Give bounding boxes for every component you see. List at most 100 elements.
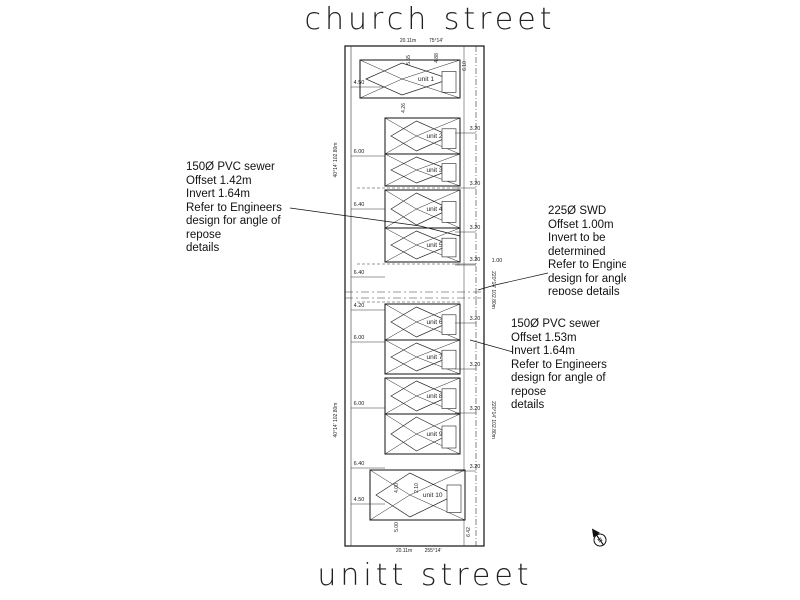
dimension-top-label: 4.26 xyxy=(401,103,407,113)
roof-hip-line xyxy=(384,303,417,323)
boundary-bearing-right: 220°14' 102.80m xyxy=(490,271,496,309)
dimension-right-label: 3.20 xyxy=(470,316,481,322)
garage-outline xyxy=(441,201,457,223)
roof-hip-line xyxy=(359,78,403,99)
garage-outline xyxy=(441,349,457,370)
unit-label: unit 4 xyxy=(427,206,443,213)
boundary-bearing-right: 220°14' 102.80m xyxy=(490,401,496,439)
unit-label: unit 5 xyxy=(427,242,443,249)
roof-hip-line xyxy=(369,494,411,521)
dimension-bottom-label: 2.10 xyxy=(414,483,420,493)
roof-hip-line xyxy=(359,59,403,80)
roof-hip-line xyxy=(416,135,461,155)
garage-outline xyxy=(441,388,457,409)
unit-label: unit 1 xyxy=(418,76,434,83)
dimension-bottom-label: 5.00 xyxy=(394,522,400,532)
roof-hip-line xyxy=(416,356,461,375)
boundary-bearing-left: 40°14' 102.80m xyxy=(333,403,339,438)
roof-hip-line xyxy=(384,244,417,263)
frontage-bottom-bearing: 255°14' xyxy=(425,548,442,554)
leader-swd xyxy=(477,272,549,291)
site-boundary-outline xyxy=(344,45,485,547)
frontage-top-label: 20.11m xyxy=(400,38,416,44)
roof-hip-line xyxy=(416,169,461,187)
roof-hip-line xyxy=(369,469,411,496)
street-name-top: church street xyxy=(304,2,556,37)
dimension-right-label: 3.20 xyxy=(470,225,481,231)
dimension-left-label: 6.00 xyxy=(354,401,365,407)
leader-sewer-b xyxy=(469,339,514,353)
frontage-bottom-label: 20.11m xyxy=(396,548,412,554)
roof-hip-line xyxy=(384,135,417,155)
roof-hip-line xyxy=(384,413,417,435)
roof-hip-line xyxy=(416,153,461,171)
dimension-right-label: 3.20 xyxy=(470,126,481,132)
roof-hip-line xyxy=(416,377,461,397)
roof-hip-line xyxy=(384,321,417,341)
dimension-right-label: 3.20 xyxy=(470,362,481,368)
roof-hip-line xyxy=(409,469,466,496)
unit-label: unit 6 xyxy=(427,319,443,326)
unit-label: unit 2 xyxy=(427,133,443,140)
dimension-left-label: 4.50 xyxy=(354,80,365,86)
site-boundary xyxy=(344,45,485,547)
unit-label: unit 9 xyxy=(427,431,443,438)
roof-hip-line xyxy=(416,303,461,323)
north-arrow-label: N xyxy=(597,537,604,544)
note-sewer-b: 150Ø PVC sewer Offset 1.53m Invert 1.64m… xyxy=(511,318,607,410)
leader-sewer-a xyxy=(289,207,461,237)
unit-label: unit 8 xyxy=(427,393,443,400)
roof-hip-line xyxy=(416,189,461,210)
roof-hip-line xyxy=(416,339,461,358)
roof-hip-line xyxy=(401,59,461,80)
dimension-bottom-label: 6.42 xyxy=(466,527,472,537)
roof-hip-line xyxy=(384,169,417,187)
roof-hip-line xyxy=(416,395,461,415)
unit-buildings: unit 1 unit 2 unit 3 unit 4 unit 5 unit 6 unit… xyxy=(359,59,466,521)
unit-label: unit 7 xyxy=(427,354,443,361)
roof-hip-line xyxy=(409,494,466,521)
roof-hip-line xyxy=(416,321,461,341)
garage-outline xyxy=(441,71,457,93)
street-name-bottom: unitt street xyxy=(317,558,533,593)
roof-hip-line xyxy=(384,395,417,415)
note-swd: 225Ø SWD Offset 1.00m Invert to be deter… xyxy=(548,205,626,295)
dimension-left-label: 4.50 xyxy=(354,497,365,503)
roof-hip-line xyxy=(384,377,417,397)
dimension-top-label: 5.55 xyxy=(406,55,412,65)
boundary-bearing-left: 40°14' 102.80m xyxy=(333,143,339,178)
garage-outline xyxy=(441,163,457,182)
north-arrow-icon: N xyxy=(591,528,607,547)
dimension-right-label: 3.20 xyxy=(470,257,481,263)
dimension-left-label: 6.40 xyxy=(354,202,365,208)
dimension-left-label: 6.40 xyxy=(354,270,365,276)
dimension-top-label: 4.88 xyxy=(434,53,440,63)
garage-outline xyxy=(441,425,457,449)
dimension-right-label: 3.20 xyxy=(470,181,481,187)
roof-hip-line xyxy=(384,189,417,210)
dimension-left-label: 6.00 xyxy=(354,335,365,341)
dimension-top-label: 6.10 xyxy=(462,61,468,71)
roof-hip-line xyxy=(384,153,417,171)
dimension-left-label: 6.40 xyxy=(354,461,365,467)
dimension-right-label: 3.20 xyxy=(470,464,481,470)
dimension-right-label: 3.20 xyxy=(470,406,481,412)
roof-hip-line xyxy=(416,244,461,263)
dimension-right-label: 1.00 xyxy=(492,258,503,264)
garage-outline xyxy=(441,314,457,335)
roof-hip-line xyxy=(416,413,461,435)
roof-hip-line xyxy=(384,433,417,455)
leader-lines: N xyxy=(289,207,607,547)
note-sewer-a: 150Ø PVC sewer Offset 1.42m Invert 1.64m… xyxy=(186,161,282,254)
roof-hip-line xyxy=(384,339,417,358)
garage-outline xyxy=(441,128,457,149)
unit-label: unit 3 xyxy=(427,167,443,174)
roof-hip-line xyxy=(416,208,461,229)
dimension-left-label: 4.20 xyxy=(354,303,365,309)
unit-label: unit 10 xyxy=(423,492,443,499)
roof-hip-line xyxy=(384,208,417,229)
roof-hip-line xyxy=(401,78,461,99)
dimension-left-label: 6.00 xyxy=(354,149,365,155)
